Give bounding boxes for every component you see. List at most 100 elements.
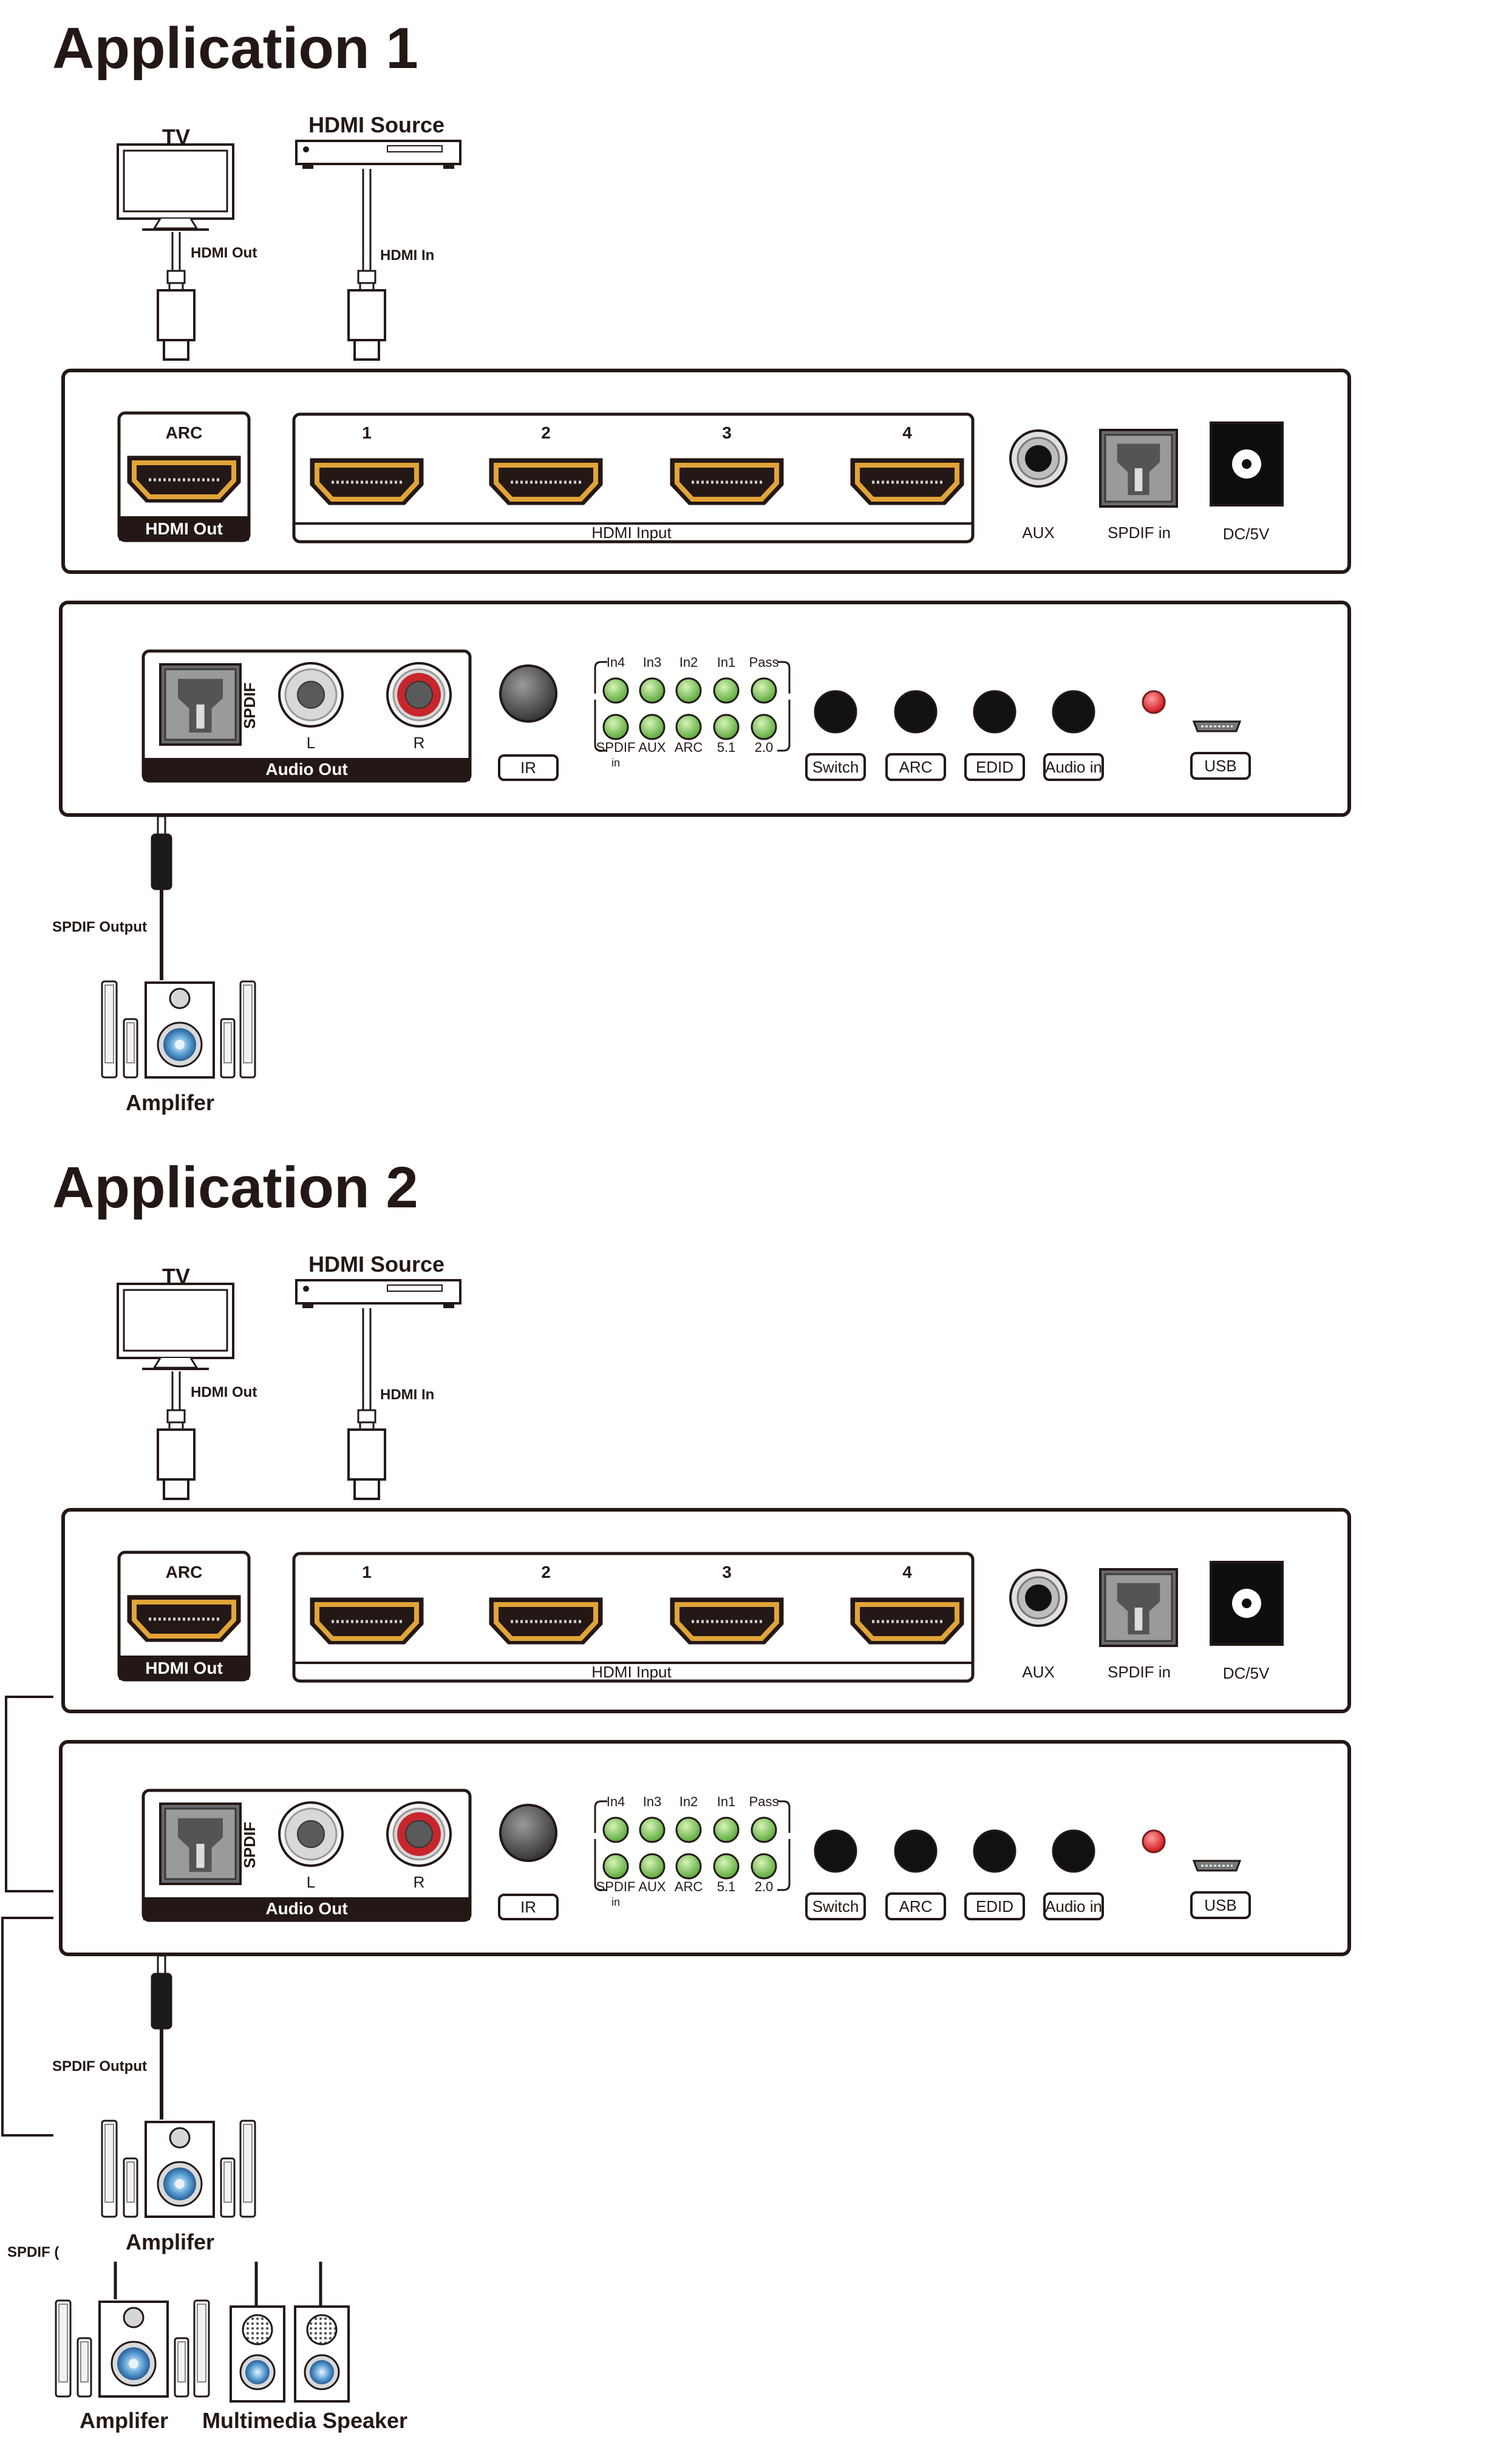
status-led-icon [602, 714, 629, 740]
button-label-box [805, 1892, 866, 1920]
status-led-icon [713, 1853, 740, 1880]
spdif-side-label: SPDIF ( [7, 2244, 59, 2260]
status-led-icon [713, 677, 740, 704]
power-led-icon [1142, 690, 1166, 714]
button-label-box [964, 1892, 1025, 1920]
aux-label: AUX [1022, 1663, 1054, 1681]
rca-right-label: R [414, 1873, 425, 1891]
aux-jack-icon [1009, 429, 1068, 488]
hdmi-port-icon [489, 458, 603, 505]
spdif-out-port-icon [159, 1803, 242, 1885]
hdmi-port-icon [670, 458, 784, 505]
button-label-box [805, 753, 866, 781]
hdmi-port-icon [127, 1595, 241, 1642]
push-button-icon [894, 1829, 938, 1873]
hdmi-input-port-number: 3 [722, 1563, 732, 1581]
led-bottom-label: SPDIF [596, 740, 636, 755]
status-led-icon [639, 677, 666, 704]
push-button-icon [973, 1829, 1017, 1873]
amplifier-icon [101, 2120, 256, 2218]
spdif-plug-body [151, 1973, 172, 2030]
led-bracket-top [594, 661, 791, 694]
tv-icon [117, 143, 234, 231]
button-label-box [1043, 1892, 1104, 1920]
led-bottom-label: AUX [638, 740, 666, 755]
amplifier-icon [101, 980, 256, 1079]
status-led-icon [713, 714, 740, 740]
multimedia-speaker-icon [230, 2262, 350, 2403]
button-label-box-label: Audio in [1045, 758, 1102, 776]
spdif-in-port-icon [1099, 1568, 1178, 1647]
dc-jack-icon [1210, 421, 1284, 507]
button-label-box-label: EDID [976, 1897, 1013, 1915]
hdmi-plug-icon [347, 270, 386, 361]
spdif-vertical-label: SPDIF [240, 683, 259, 729]
spdif-in-label: SPDIF in [1108, 524, 1171, 542]
status-led-icon [639, 1816, 666, 1843]
push-button-icon [1052, 690, 1095, 734]
led-bottom-sub-label: in [611, 1896, 620, 1908]
status-led-icon [751, 677, 777, 704]
usb-port-icon [1192, 1860, 1242, 1872]
usb-label-box [1190, 1891, 1251, 1919]
audio-out-label: Audio Out [265, 1899, 347, 1918]
spdif-plug-tip [157, 1954, 166, 1975]
hdmi-input-label: HDMI Input [591, 1663, 672, 1681]
aux-jack-icon [1009, 1569, 1068, 1627]
led-bottom-label: 5.1 [717, 1879, 736, 1894]
led-top-label: In2 [679, 1794, 698, 1809]
multimedia-speaker-label: Multimedia Speaker [202, 2408, 407, 2433]
led-bracket-bottom [594, 1839, 791, 1891]
dc-label: DC/5V [1223, 525, 1270, 543]
usb-label-box-label: USB [1204, 1896, 1236, 1914]
status-led-icon [639, 1853, 666, 1880]
status-led-icon [602, 677, 629, 704]
push-button-icon [973, 690, 1017, 734]
audio-out-label: Audio Out [265, 760, 347, 779]
push-button-icon [894, 690, 938, 734]
button-label-box-label: Switch [812, 758, 859, 776]
led-top-label: In1 [717, 1794, 736, 1809]
rca-right-icon [386, 662, 452, 728]
rca-right-label: R [414, 734, 425, 752]
spdif-cable-label: SPDIF Output [52, 2058, 147, 2075]
hdmi-in-cable-label: HDMI In [380, 1387, 434, 1403]
hdmi-in-cable-label: HDMI In [380, 247, 434, 264]
status-led-icon [639, 714, 666, 740]
led-bottom-label: ARC [675, 740, 703, 755]
usb-label-box-label: USB [1204, 757, 1236, 775]
hdmi-input-box [292, 412, 975, 544]
hdmi-plug-icon [157, 270, 196, 361]
hdmi-input-port-number: 1 [362, 1563, 372, 1581]
led-top-label: In2 [679, 655, 698, 670]
hdmi-input-port-number: 2 [541, 1563, 551, 1581]
status-led-icon [675, 677, 702, 704]
hdmi-port-icon [850, 458, 964, 505]
hdmi-port-icon [489, 1597, 603, 1645]
led-bottom-label: 5.1 [717, 740, 736, 755]
hdmi-plug-icon [347, 1409, 386, 1500]
led-bottom-label: SPDIF [596, 1879, 636, 1894]
dc-jack-icon [1210, 1561, 1284, 1646]
status-led-icon [602, 1853, 629, 1880]
hdmi-input-port-number: 4 [902, 1563, 912, 1581]
tv-icon [117, 1283, 234, 1370]
push-button-icon [814, 690, 857, 734]
ir-receiver-icon [499, 1804, 557, 1862]
led-top-label: Pass [749, 1794, 779, 1809]
button-label-box-label: Audio in [1045, 1897, 1102, 1915]
ir-label-box [498, 1894, 559, 1920]
power-led-icon [1142, 1829, 1166, 1854]
amplifier-2-icon [55, 2299, 210, 2398]
button-label-box-label: Switch [812, 1897, 859, 1915]
amplifier-2-label: Amplifer [80, 2408, 168, 2433]
push-button-icon [1052, 1829, 1095, 1873]
status-led-icon [675, 714, 702, 740]
usb-label-box [1190, 752, 1251, 780]
link-bracket-upper [5, 1696, 53, 1892]
rca-left-label: L [307, 734, 315, 752]
amplifier-label: Amplifer [126, 2229, 214, 2254]
